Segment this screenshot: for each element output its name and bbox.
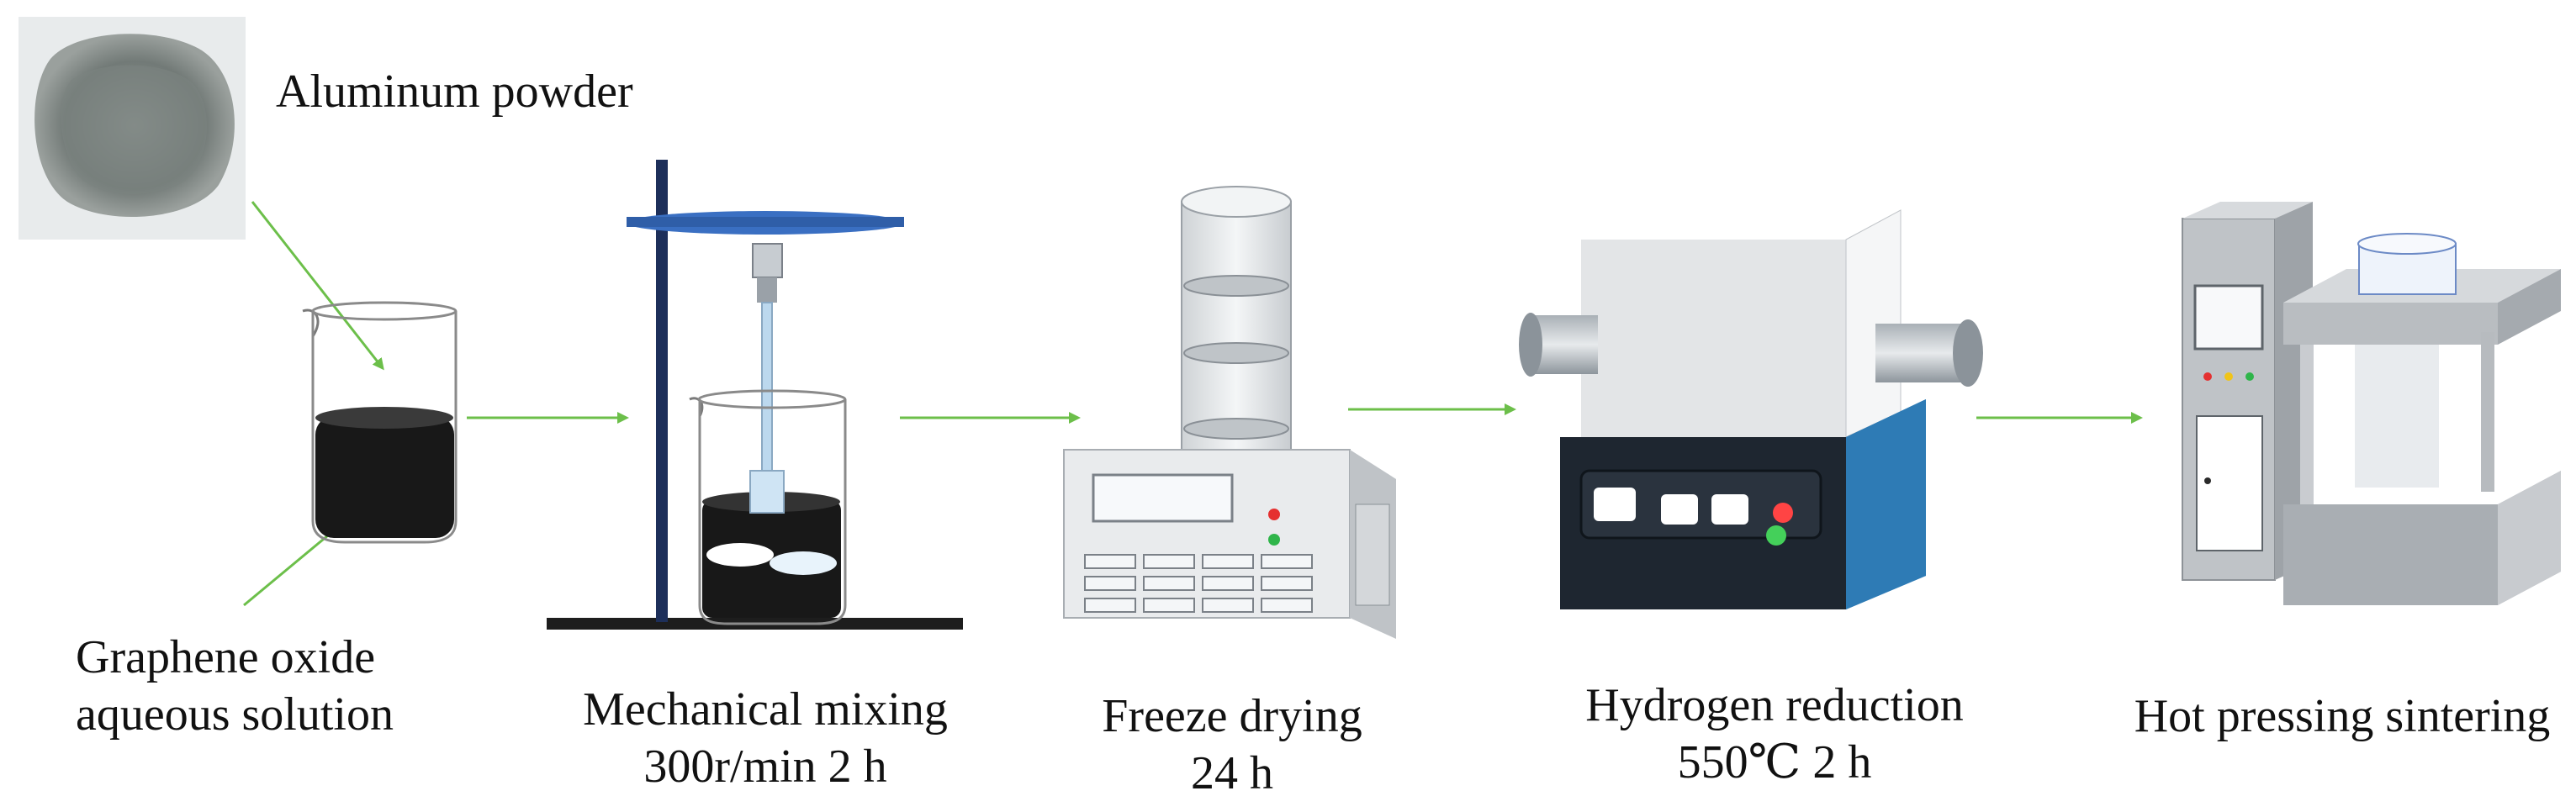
label-graphene-oxide-line2: aqueous solution	[76, 688, 394, 741]
tube-furnace	[1519, 209, 1983, 609]
label-hydrogen-reduction-line2: 550℃ 2 h	[1677, 736, 1872, 788]
aluminum-powder-image	[19, 17, 246, 240]
label-freeze-drying-line2: 24 h	[1191, 747, 1273, 799]
arrow-powder-to-beaker	[251, 201, 384, 371]
label-mechanical-mixing-line1: Mechanical mixing	[583, 683, 948, 736]
freeze-dryer	[1063, 186, 1396, 639]
graphene-oxide-beaker	[302, 301, 458, 544]
label-mechanical-mixing-line2: 300r/min 2 h	[643, 741, 887, 793]
label-hot-pressing-sintering: Hot pressing sintering	[2134, 690, 2551, 742]
mechanical-mixer	[547, 160, 963, 630]
label-freeze-drying-line1: Freeze drying	[1102, 690, 1362, 742]
hot-press	[2182, 202, 2561, 605]
label-hydrogen-reduction-line1: Hydrogen reduction	[1585, 679, 1964, 731]
arrows	[243, 201, 2143, 607]
label-graphene-oxide-line1: Graphene oxide	[76, 631, 376, 683]
label-aluminum-powder: Aluminum powder	[276, 66, 633, 118]
